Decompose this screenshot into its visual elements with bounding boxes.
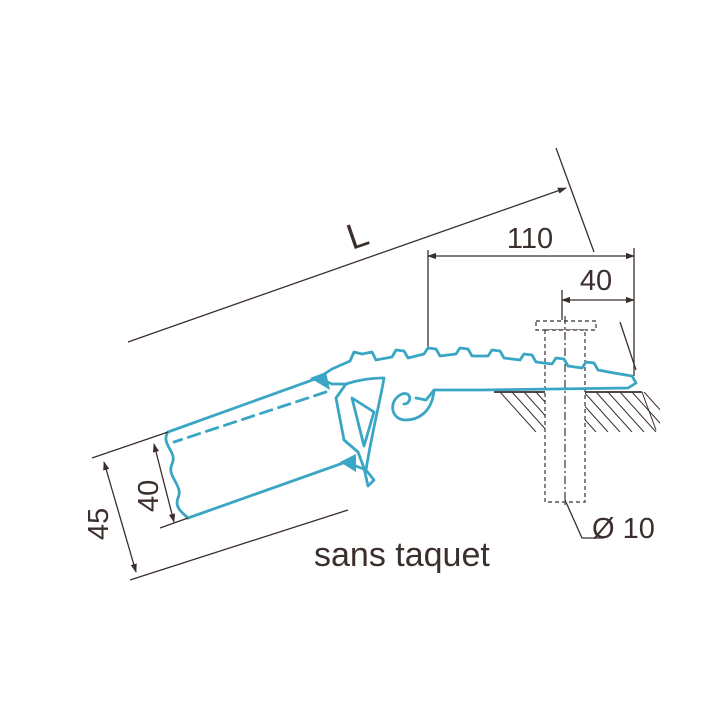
dim-45-extension-top — [91, 431, 169, 459]
profile-fill-marks — [310, 372, 356, 472]
side-dimensions — [91, 431, 349, 581]
screw — [535, 316, 597, 508]
floor-right-edge — [641, 391, 657, 431]
profile-nose — [316, 376, 386, 472]
profile-fill-upper — [310, 372, 330, 390]
profile-web — [334, 382, 376, 488]
dim-45-label: 45 — [83, 508, 115, 540]
profile-tread — [316, 346, 638, 402]
dim-40-extension-bottom — [159, 517, 189, 529]
diameter-leader — [564, 499, 604, 539]
floor-hatching — [500, 392, 660, 432]
profile-web-inner — [350, 396, 376, 448]
insert-top-edge — [166, 376, 320, 434]
diameter-label: Ø 10 — [592, 513, 655, 545]
length-extension-line — [555, 147, 595, 253]
nose-leader — [619, 321, 637, 371]
length-label: L — [341, 212, 373, 257]
length-dimension — [127, 147, 595, 343]
top-dimensions — [427, 248, 637, 376]
caption: sans taquet — [314, 536, 490, 574]
stair-nosing-profile — [164, 346, 638, 520]
insert-bottom-edge — [186, 460, 348, 520]
length-dimension-line — [127, 187, 567, 343]
floor — [494, 391, 660, 432]
dim-45-extension-bottom — [129, 509, 349, 581]
profile-clip — [391, 388, 436, 422]
dim-40-side-line — [152, 443, 176, 523]
profile-fill-lower — [340, 454, 356, 472]
dim-45-line — [103, 461, 137, 573]
dim-110-label: 110 — [507, 223, 553, 255]
screw-head — [535, 320, 597, 331]
insert-hidden-line — [172, 390, 328, 444]
dim-40-side-label: 40 — [133, 480, 165, 512]
dim-40-top-label: 40 — [580, 265, 612, 297]
